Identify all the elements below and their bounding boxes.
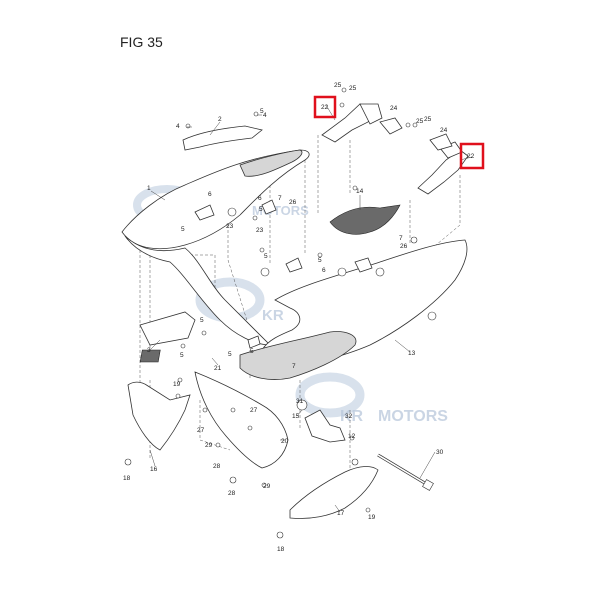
part-label: 5 [250,348,254,355]
part-label: 25 [424,116,432,123]
part-label: 29 [205,442,213,449]
watermark-logo-text: KR [262,307,284,324]
part-label: 5 [264,253,268,260]
part-label: 28 [213,463,221,470]
part-label: 26 [289,199,297,206]
part-label: 3 [147,347,151,354]
part-label: 5 [228,351,232,358]
part-label: 30 [436,449,444,456]
figure-title: FIG 35 [120,34,163,50]
part-label: 14 [356,188,364,195]
part-30-long-bolt [377,453,434,491]
part-label: 25 [416,118,424,125]
part-20-center-lower-fairing [194,371,289,469]
part-label: 19 [173,381,181,388]
part-label: 21 [214,365,222,372]
part-22-bracket-left [321,103,383,143]
highlight-box-part-22-left [313,95,337,119]
part-label: 24 [440,127,448,134]
part-number-labels: 1 2 3 4 4 5 5 5 5 5 5 5 5 5 6 6 6 7 7 7 … [123,82,475,553]
part-label: 27 [250,407,258,414]
part-label-22-left: 22 [321,104,329,111]
part-label: 31 [296,398,304,405]
part-label: 5 [318,257,322,264]
part-label: 20 [281,438,289,445]
part-label: 32 [345,413,353,420]
part-label: 5 [181,226,185,233]
part-label: 29 [263,483,271,490]
part-label: 5 [180,352,184,359]
part-label: 12 [348,433,356,440]
part-label: 23 [226,223,234,230]
small-fasteners [124,87,437,539]
part-label: 16 [150,466,158,473]
part-12-mount-bracket [304,409,346,443]
part-label: 18 [277,546,285,553]
part-label: 5 [260,108,264,115]
part-label: 28 [228,490,236,497]
part-label: 17 [337,510,345,517]
part-label: 25 [349,85,357,92]
part-label: 15 [292,413,300,420]
part-1-left-upper-fairing [121,149,310,346]
part-label: 6 [258,195,262,202]
part-3-lower-left-bracket [139,311,196,346]
part-label: 4 [263,112,267,119]
watermark-brand-text: MOTORS [378,408,448,425]
part-13-right-side-panel [239,239,468,380]
part-label: 6 [208,191,212,198]
part-label: 5 [259,206,263,213]
part-label: 4 [176,123,180,130]
part-16-lower-left-fairing [127,381,191,451]
part-label: 13 [408,350,416,357]
part-label: 7 [292,363,296,370]
part-label: 6 [322,267,326,274]
part-17-lower-right-cover [289,466,379,519]
part-21-pad [139,349,161,363]
part-label: 27 [197,427,205,434]
part-24-bracket-a [379,117,403,135]
part-14-small-cover [329,204,401,235]
part-label: 23 [256,227,264,234]
part-label-22-right: 22 [467,153,475,160]
highlight-box-part-22-right [459,142,485,170]
part-24-bracket-b [429,133,453,151]
part-label: 26 [400,243,408,250]
part-label: 7 [278,195,282,202]
part-label: 24 [390,105,398,112]
part-label: 5 [200,317,204,324]
part-label: 19 [368,514,376,521]
part-label: 2 [218,116,222,123]
part-label: 1 [147,185,151,192]
part-2-upper-bracket [182,125,263,151]
part-label: 25 [334,82,342,89]
part-label: 18 [123,475,131,482]
watermark-logo-text: KR [340,408,364,425]
part-label: 7 [399,235,403,242]
